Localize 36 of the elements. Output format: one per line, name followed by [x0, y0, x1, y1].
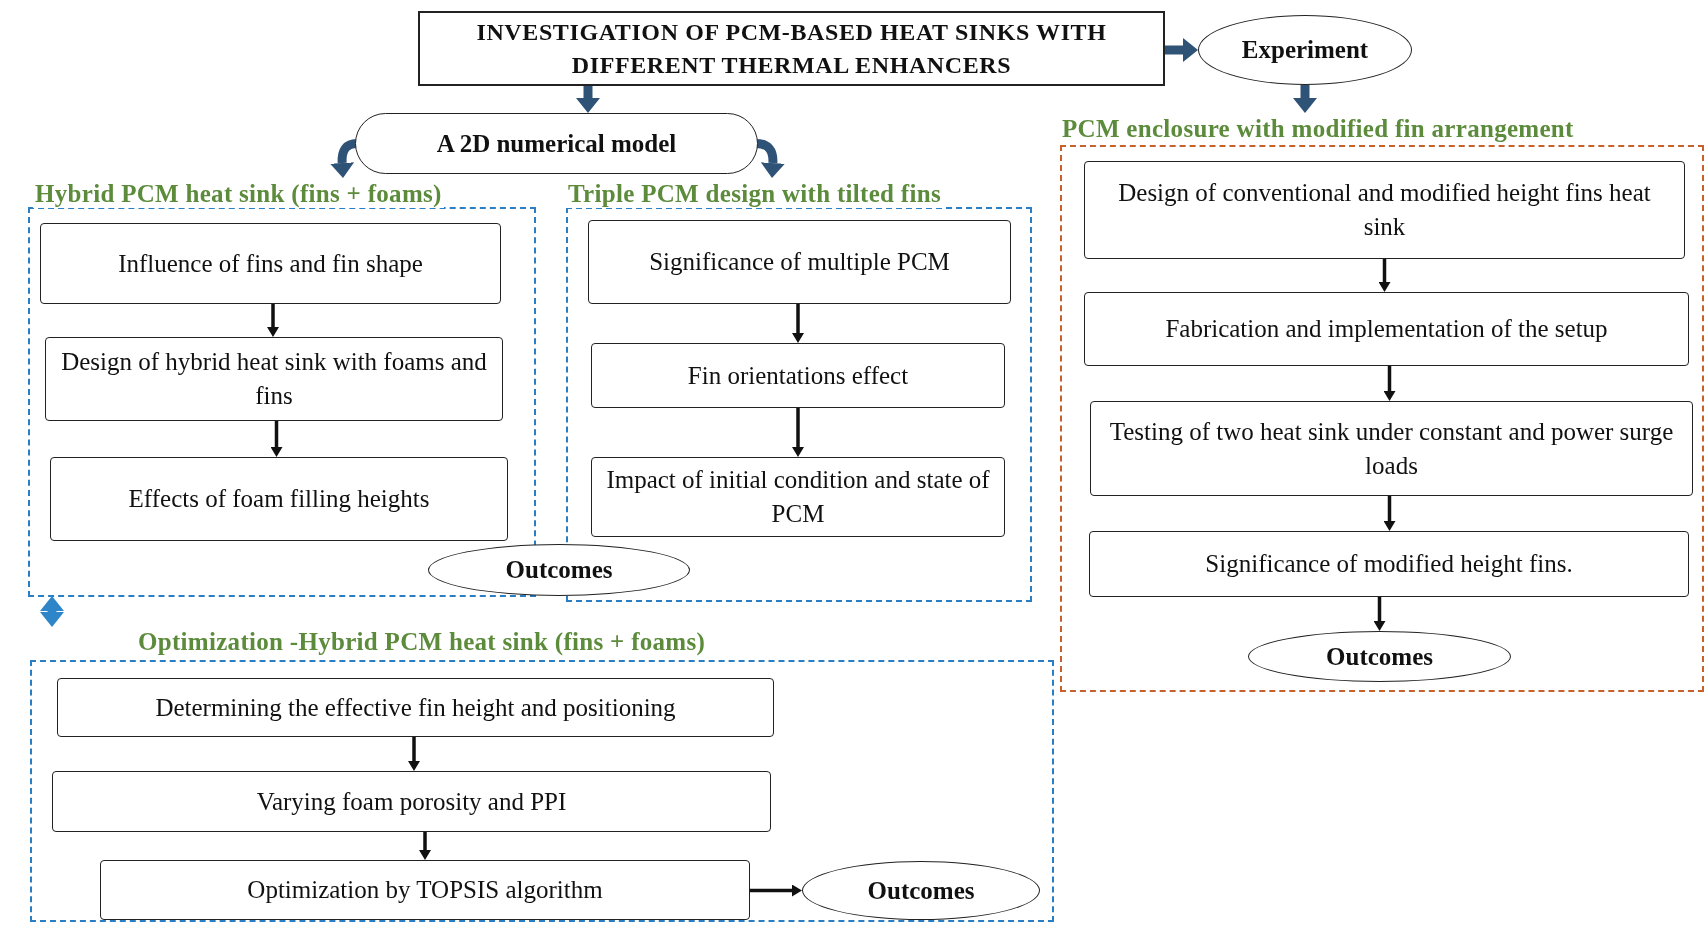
arrow [267, 304, 279, 337]
arrow [1293, 85, 1317, 113]
arrow [40, 596, 64, 627]
process-box: Influence of fins and fin shape [40, 223, 501, 304]
arrow [792, 408, 804, 457]
process-box: Significance of multiple PCM [588, 220, 1011, 304]
outcome-ellipse: Outcomes [428, 544, 690, 596]
outcome-ellipse: Experiment [1198, 15, 1412, 85]
outcome-ellipse: Outcomes [1248, 631, 1511, 682]
arrow [419, 832, 431, 860]
process-box: Varying foam porosity and PPI [52, 771, 771, 832]
arrow [750, 884, 802, 897]
arrow [1373, 597, 1386, 631]
arrow [1165, 38, 1198, 62]
process-box: Significance of modified height fins. [1089, 531, 1689, 597]
arrow [1378, 259, 1391, 292]
process-box: Effects of foam filling heights [50, 457, 508, 541]
arrow [330, 139, 358, 178]
outcome-ellipse: Outcomes [802, 861, 1040, 920]
process-box: Determining the effective fin height and positioning [57, 678, 774, 737]
arrow [755, 139, 785, 178]
process-box: Optimization by TOPSIS algorithm [100, 860, 750, 920]
process-box: Design of conventional and modified height fins heat sink [1084, 161, 1685, 259]
model-pill: A 2D numerical model [355, 113, 758, 174]
process-box: Fabrication and implementation of the setup [1084, 292, 1689, 366]
process-box: Fin orientations effect [591, 343, 1005, 408]
arrow [1383, 496, 1396, 531]
arrow [576, 86, 600, 113]
process-box: Testing of two heat sink under constant and power surge loads [1090, 401, 1693, 496]
process-box: Design of hybrid heat sink with foams and fins [45, 337, 503, 421]
arrow [270, 421, 283, 457]
process-box: Impact of initial condition and state of PCM [591, 457, 1005, 537]
arrow [1383, 366, 1396, 401]
arrow [792, 304, 804, 343]
arrow [408, 737, 420, 771]
title-box: INVESTIGATION OF PCM-BASED HEAT SINKS WITH DIFFERENT THERMAL ENHANCERS [418, 11, 1165, 86]
